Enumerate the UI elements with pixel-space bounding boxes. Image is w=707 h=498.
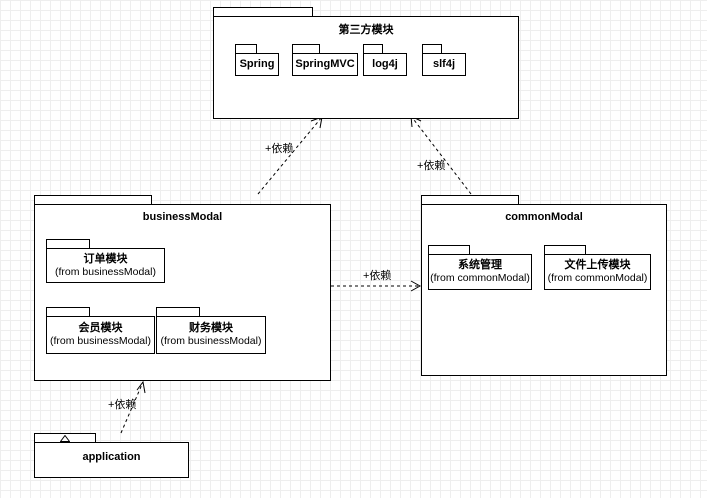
subpackage-tab [422,44,442,54]
package-body [34,442,189,478]
subpackage-tab [428,245,470,255]
package-title: 第三方模块 [338,24,394,36]
dep-label-common-thirdparty: +依赖 [417,160,446,172]
subpackage-from: (from businessModal) [55,266,156,278]
package-title: application [82,451,141,463]
subpackage-tab [46,307,90,317]
package-tab [34,195,152,205]
subpackage-body: 文件上传模块 (from commonModal) [544,254,651,290]
subpackage-from: (from businessModal) [160,335,262,347]
subpackage-finance[interactable]: 财务模块 (from businessModal) [156,307,266,354]
dep-label-application-business: +依赖 [108,399,137,411]
subpackage-from: (from commonModal) [547,272,648,284]
subpackage-tab [156,307,200,317]
subpackage-log4j[interactable]: log4j [363,44,407,76]
subpackage-name: 财务模块 [189,322,233,334]
subpackage-tab [363,44,383,54]
subpackage-body: log4j [363,53,407,76]
package-tab [421,195,519,205]
arrowhead-business [136,380,146,394]
subpackage-body: SpringMVC [292,53,358,76]
package-common-modal[interactable]: commonModal 系统管理 (from commonModal) 文件上传… [421,195,667,376]
subpackage-body: 财务模块 (from businessModal) [156,316,266,354]
subpackage-name: 订单模块 [83,253,128,265]
package-body [34,204,331,381]
subpackage-name: 文件上传模块 [564,259,631,271]
subpackage-body: slf4j [422,53,466,76]
subpackage-name: SpringMVC [295,58,355,70]
package-tab [213,7,313,17]
subpackage-body: 系统管理 (from commonModal) [428,254,532,290]
subpackage-tab [46,239,90,249]
subpackage-spring[interactable]: Spring [235,44,279,76]
subpackage-name: 系统管理 [458,259,502,271]
subpackage-order[interactable]: 订单模块 (from businessModal) [46,239,165,283]
subpackage-tab [292,44,320,54]
package-triangle-icon [60,435,70,442]
subpackage-body: 会员模块 (from businessModal) [46,316,155,354]
package-body [421,204,667,376]
subpackage-from: (from businessModal) [50,335,151,347]
subpackage-tab [235,44,257,54]
subpackage-name: 会员模块 [78,322,123,334]
subpackage-file-upload[interactable]: 文件上传模块 (from commonModal) [544,245,651,290]
arrowhead-common [410,280,422,292]
subpackage-name: Spring [239,58,275,70]
subpackage-springmvc[interactable]: SpringMVC [292,44,358,76]
dep-line-common-to-thirdparty [410,115,472,195]
package-application[interactable]: application [34,433,189,478]
dep-label-business-thirdparty: +依赖 [265,143,294,155]
package-tab [34,433,96,443]
subpackage-tab [544,245,586,255]
subpackage-name: slf4j [432,58,455,70]
subpackage-body: 订单模块 (from businessModal) [46,248,165,283]
subpackage-name: log4j [372,58,398,70]
subpackage-member[interactable]: 会员模块 (from businessModal) [46,307,155,354]
dep-line-business-to-thirdparty [257,116,323,195]
package-title: businessModal [142,211,223,223]
subpackage-from: (from commonModal) [430,272,530,284]
dep-label-business-common: +依赖 [363,270,392,282]
subpackage-body: Spring [235,53,279,76]
subpackage-slf4j[interactable]: slf4j [422,44,466,76]
package-third-party[interactable]: 第三方模块 Spring SpringMVC log4j slf4j [213,7,519,119]
package-title: commonModal [505,211,583,223]
subpackage-system-management[interactable]: 系统管理 (from commonModal) [428,245,532,290]
package-business-modal[interactable]: businessModal 订单模块 (from businessModal) … [34,195,331,381]
